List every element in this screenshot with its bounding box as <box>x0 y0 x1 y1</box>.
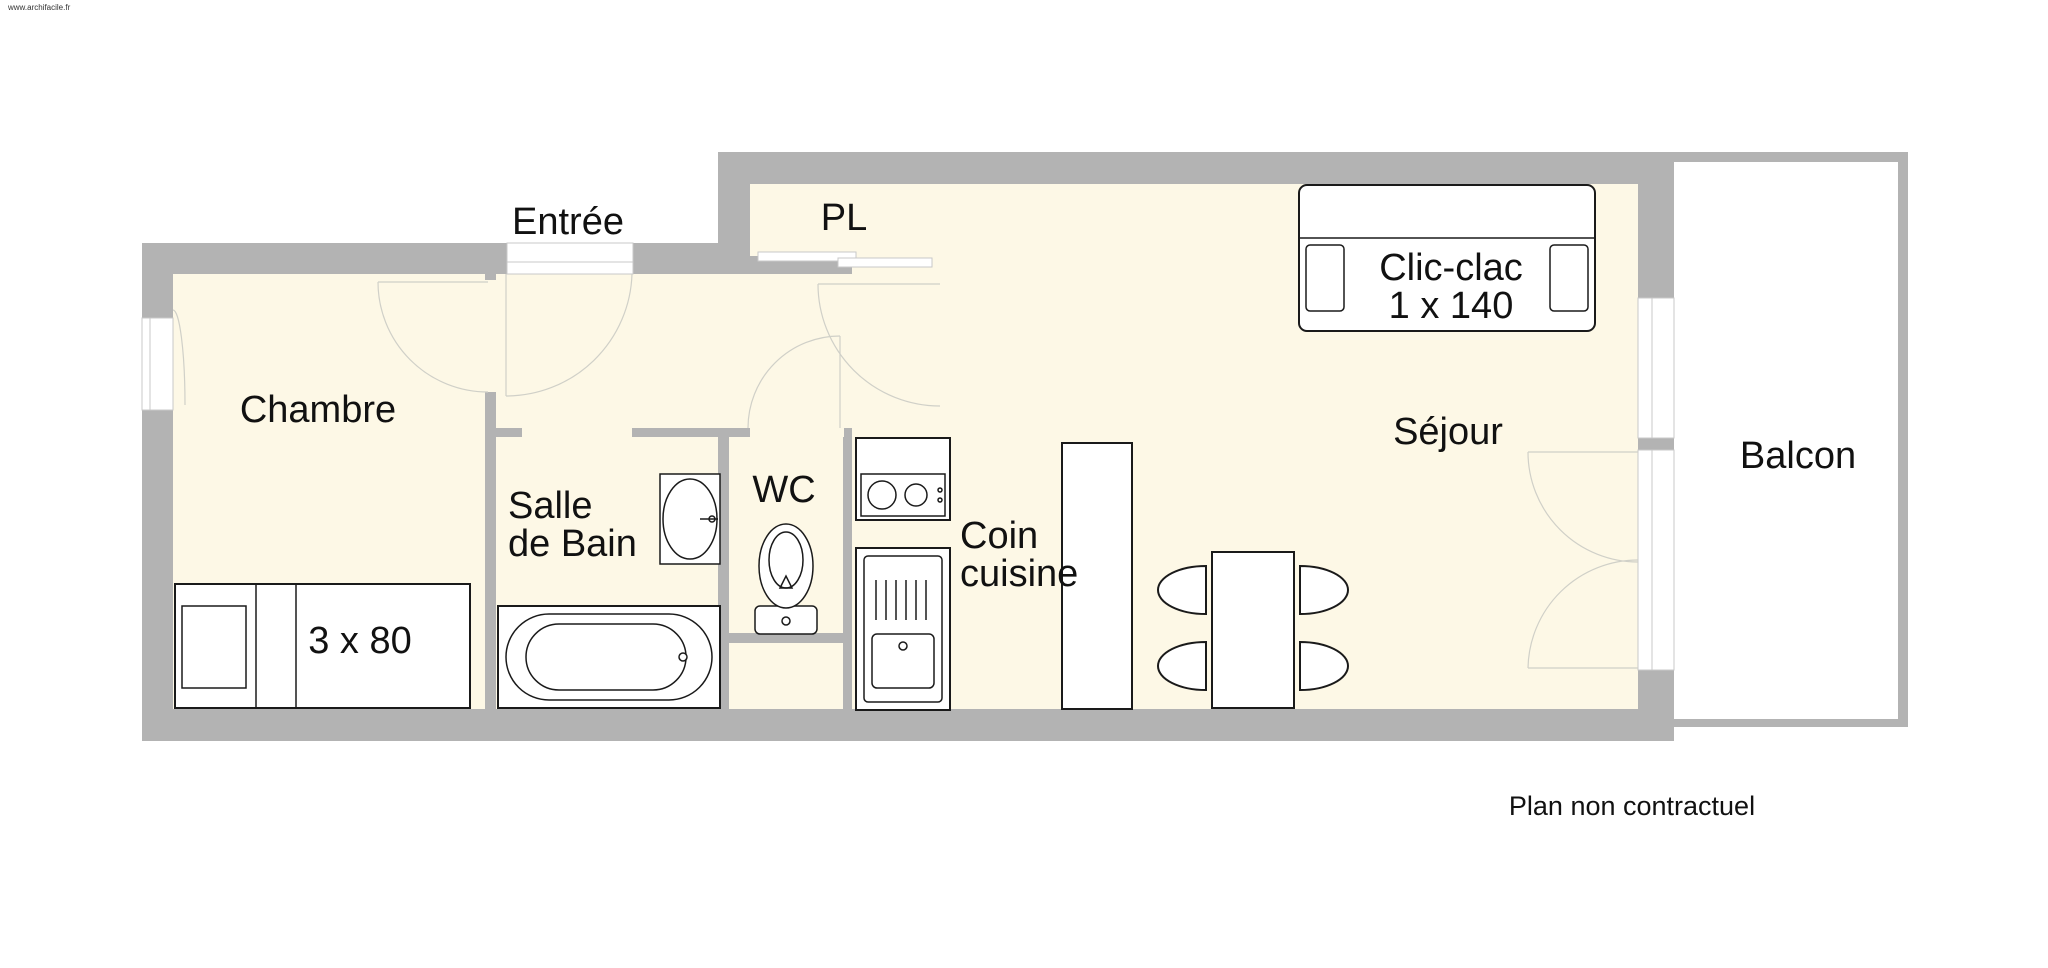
floor-closet <box>729 643 843 709</box>
room-label-wc: WC <box>752 469 815 511</box>
furniture-labels: 3 x 80 Clic-clac 1 x 140 <box>308 247 1523 662</box>
room-label-sejour: Séjour <box>1393 411 1503 453</box>
room-label-salle-de-bain-line2: de Bain <box>508 523 637 565</box>
dining-table <box>1211 551 1295 709</box>
room-label-entree: Entrée <box>512 201 624 243</box>
kitchen-counter <box>1061 442 1133 710</box>
sofa-label-line1: Clic-clac <box>1379 247 1523 289</box>
bathroom-sink <box>659 473 721 565</box>
chair <box>1299 640 1349 692</box>
furniture <box>174 184 1596 711</box>
chair <box>1157 564 1207 616</box>
bathtub <box>497 605 721 709</box>
door-swings <box>172 251 1639 669</box>
kitchen-sink <box>855 547 951 711</box>
room-label-balcon: Balcon <box>1740 435 1856 477</box>
bed-label: 3 x 80 <box>308 620 412 662</box>
room-label-chambre: Chambre <box>240 389 396 431</box>
disclaimer-text: Plan non contractuel <box>1509 791 1755 821</box>
sofa <box>1298 184 1596 332</box>
chair <box>1299 564 1349 616</box>
sofa-label-line2: 1 x 140 <box>1389 285 1514 327</box>
cooktop <box>855 437 951 521</box>
toilet <box>754 523 818 635</box>
chair <box>1157 640 1207 692</box>
room-label-salle-de-bain-line1: Salle <box>508 485 593 527</box>
room-labels: Entrée PL Chambre Salle de Bain WC Coin … <box>240 197 1856 595</box>
room-label-pl: PL <box>821 197 867 239</box>
room-label-coin-cuisine-line2: cuisine <box>960 553 1078 595</box>
room-label-coin-cuisine-line1: Coin <box>960 515 1038 557</box>
windows <box>141 242 1675 671</box>
floor-balcon <box>1674 162 1898 719</box>
bed <box>174 583 471 709</box>
watermark-text: www.archifacile.fr <box>7 3 71 12</box>
